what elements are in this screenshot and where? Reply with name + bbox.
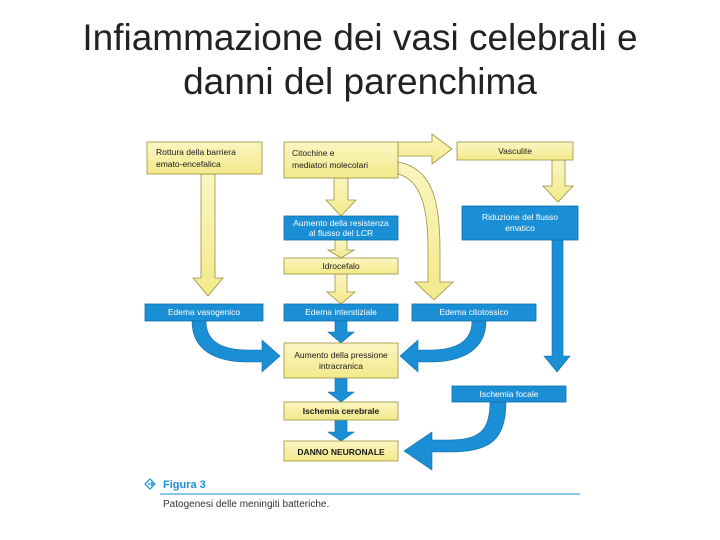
box-aumento-pressione-line-2: intracranica [319,361,363,371]
box-ischemia-cerebrale-label: Ischemia cerebrale [303,406,380,416]
arrow-ischemia-focale-to-danno [403,401,507,471]
arrow-citochine-to-edema-citotossico [397,161,455,301]
figure-caption-text: Patogenesi delle meningiti batteriche. [163,499,329,510]
box-riduzione-flusso: Riduzione del flusso ematico [461,205,579,241]
arrow-edema-interstiziale-to-aumento-pressione [327,320,355,344]
figure-label: Figura 3 [163,479,206,491]
box-edema-interstiziale: Edema interstiziale [283,303,399,322]
boxes: Rottura della barriera emato-encefalica … [144,141,579,462]
box-rottura-barriera: Rottura della barriera emato-encefalica [146,141,263,175]
arrow-rottura-to-edema-vasogenico [192,173,224,297]
box-ischemia-focale-label: Ischemia focale [479,389,538,399]
box-ischemia-cerebrale: Ischemia cerebrale [283,401,399,421]
box-edema-citotossico-label: Edema citotossico [440,307,509,317]
arrow-aumento-resistenza-to-idrocefalo [326,239,356,259]
arrow-riduzione-to-ischemia-focale [543,239,571,373]
box-aumento-resistenza-line-2: al flusso del LCR [309,228,373,238]
box-vasculite: Vasculite [456,141,574,161]
box-riduzione-line-1: Riduzione del flusso [482,212,558,222]
arrow-edema-vasogenico-to-aumento-pressione [191,320,281,373]
slide-title-line-2: danni del parenchima [183,61,537,102]
box-rottura-line-1: Rottura della barriera [156,147,236,157]
box-citochine: Citochine e mediatori molecolari [283,141,399,179]
box-aumento-resistenza: Aumento della resistenza al flusso del L… [283,215,399,241]
box-edema-interstiziale-label: Edema interstiziale [305,307,377,317]
box-aumento-pressione: Aumento della pressione intracranica [283,342,399,379]
box-citochine-line-1: Citochine e [292,148,335,158]
box-aumento-resistenza-line-1: Aumento della resistenza [293,218,389,228]
box-idrocefalo: Idrocefalo [283,257,399,275]
box-edema-citotossico: Edema citotossico [411,303,537,322]
arrow-ischemia-cerebrale-to-danno [327,419,355,442]
yellow-arrows [192,133,574,305]
box-rottura-line-2: emato-encefalica [156,159,221,169]
box-citochine-line-2: mediatori molecolari [292,160,368,170]
slide-title: Infiammazione dei vasi celebrali e danni… [0,16,720,104]
arrow-edema-citotossico-to-aumento-pressione [399,320,487,373]
box-aumento-pressione-line-1: Aumento della pressione [294,350,388,360]
box-idrocefalo-label: Idrocefalo [322,261,360,271]
figure-caption: Figura 3 Patogenesi delle meningiti batt… [144,478,580,510]
arrow-citochine-to-aumento-resistenza [325,177,357,217]
arrow-idrocefalo-to-edema-interstiziale [325,273,357,305]
box-vasculite-label: Vasculite [498,146,532,156]
box-edema-vasogenico: Edema vasogenico [144,303,264,322]
box-danno-neuronale-label: DANNO NEURONALE [297,447,385,457]
slide-title-line-1: Infiammazione dei vasi celebrali e [82,17,638,58]
box-edema-vasogenico-label: Edema vasogenico [168,307,241,317]
box-riduzione-line-2: ematico [505,223,535,233]
arrow-citochine-to-vasculite [397,133,453,165]
diamond-arrow-icon [144,478,156,490]
box-ischemia-focale: Ischemia focale [451,385,567,403]
arrow-vasculite-to-riduzione [542,159,574,203]
box-danno-neuronale: DANNO NEURONALE [283,440,399,462]
arrow-aumento-pressione-to-ischemia-cerebrale [327,377,355,403]
blue-arrows [191,239,571,471]
